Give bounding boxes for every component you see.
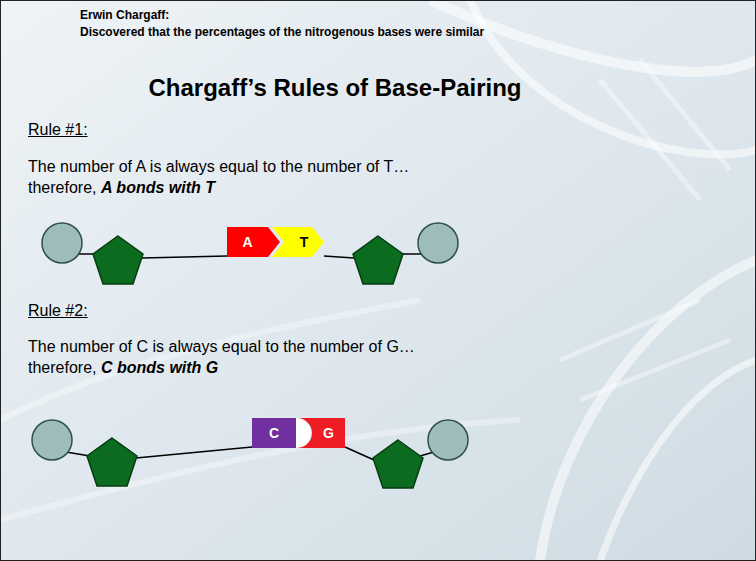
nucleotide-illustration-1 [42,223,458,284]
guanine-base: G [297,418,345,448]
cytosine-base: C [252,418,312,448]
base-letter: C [252,418,312,448]
slide-title: Chargaff’s Rules of Base-Pairing [60,74,610,102]
sugar-pentagon [353,236,403,284]
sugar-pentagon [87,438,137,486]
scientist-name: Erwin Chargaff: [80,8,169,22]
rule-statement: The number of A is always equal to the n… [28,156,468,198]
rule-text: The number of A is always equal to the n… [28,158,409,196]
phosphate-circle [32,420,72,460]
base-outline [227,227,280,257]
base-shape [252,418,312,448]
phosphate-circle [42,223,82,263]
rule-conclusion: A bonds with T [101,179,215,196]
base-letter: T [272,227,324,257]
nucleotide-illustration-2 [32,420,468,488]
adenine-base: A [227,227,282,257]
rule-statement: The number of C is always equal to the n… [28,336,468,378]
rule-heading: Rule #1: [28,121,88,139]
sugar-pentagon [93,236,143,284]
thymine-base: T [272,227,324,257]
base-outline [272,227,324,257]
base-outline [297,418,345,448]
discovery-note: Discovered that the percentages of the n… [80,25,484,39]
sugar-pentagon [373,440,423,488]
rule-text: The number of C is always equal to the n… [28,338,415,376]
base-shape [272,227,324,257]
phosphate-circle [418,223,458,263]
base-letter: G [297,418,345,448]
phosphate-circle [428,420,468,460]
base-shape [297,418,345,448]
rule-heading: Rule #2: [28,302,88,320]
rule-conclusion: C bonds with G [101,359,218,376]
base-letter: A [227,227,282,257]
base-shape [227,227,282,257]
